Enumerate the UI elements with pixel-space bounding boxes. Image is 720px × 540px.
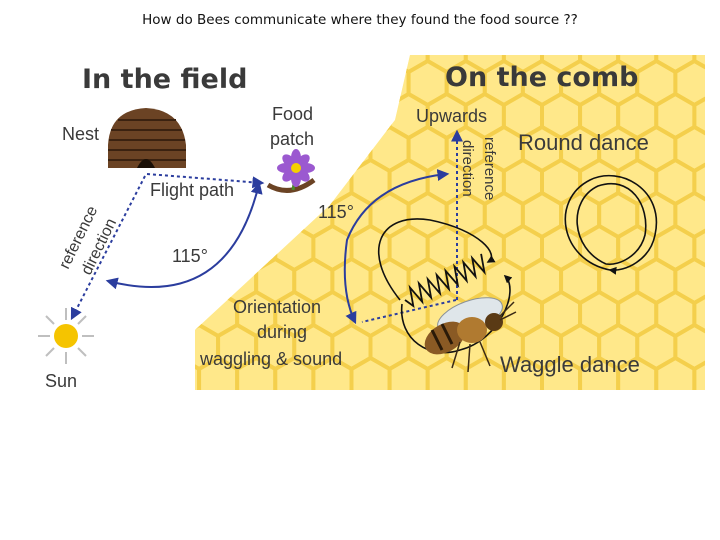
honeycomb-cell (654, 355, 697, 390)
honeycomb-cell (197, 91, 240, 141)
honeycomb-cell (387, 355, 430, 390)
honeycomb-cell (692, 355, 705, 390)
comb-ref-label-1: reference (481, 137, 498, 200)
slide-title: How do Bees communicate where they found… (142, 12, 578, 28)
honeycomb-cell (254, 190, 297, 240)
comb-angle-label: 115° (318, 202, 354, 222)
honeycomb-cell (311, 91, 354, 141)
honeycomb-cell (463, 355, 506, 390)
honeycomb-cell (311, 355, 354, 390)
orientation-label-2: during (257, 322, 307, 342)
honeycomb-cell (273, 55, 316, 75)
honeycomb-cell (330, 58, 373, 108)
nest-label: Nest (62, 124, 99, 144)
round-dance-path (564, 174, 658, 275)
flight-path-label: Flight path (150, 180, 234, 200)
flower-icon (266, 149, 316, 193)
food-patch-label-1: Food (272, 104, 313, 124)
honeycomb-cell (349, 91, 392, 141)
flight-path-line (146, 173, 265, 189)
upwards-label: Upwards (416, 106, 487, 126)
honeycomb-cell (349, 355, 392, 390)
comb-heading: On the comb (445, 62, 638, 93)
bee-icon (424, 297, 517, 373)
honeycomb-cell (216, 124, 259, 174)
food-patch-label-2: patch (270, 129, 314, 149)
waggle-zigzag (404, 253, 486, 309)
honeycomb-cell (578, 355, 621, 390)
hive-icon (108, 108, 186, 168)
honeycomb-cell (311, 55, 354, 75)
field-heading: In the field (82, 64, 247, 95)
honeycomb-cell (292, 58, 335, 108)
orientation-label-3: waggling & sound (199, 349, 342, 369)
field-angle-arc (105, 181, 263, 290)
waggle-dance-path (377, 218, 513, 354)
round-dance-label: Round dance (518, 130, 649, 155)
honeycomb-cell (540, 355, 583, 390)
comb-ref-label-2: direction (459, 140, 476, 197)
honeycomb-cell (195, 355, 202, 390)
orientation-line (361, 299, 457, 323)
honeycomb-cell (195, 289, 202, 339)
honeycomb-cell (273, 355, 316, 390)
honeycomb-cell (616, 355, 659, 390)
waggle-dance-label: Waggle dance (500, 352, 640, 377)
sun-label: Sun (45, 371, 77, 391)
sun-icon (38, 308, 94, 364)
orientation-label-1: Orientation (233, 297, 321, 317)
honeycomb-cell (254, 58, 297, 108)
honeycomb-cell (349, 55, 392, 75)
honeycomb-cell (425, 355, 468, 390)
comb-angle-arc (343, 169, 450, 325)
honeycomb-cell (197, 355, 240, 390)
honeycomb-cell (235, 355, 278, 390)
field-angle-label: 115° (172, 246, 208, 266)
honeycomb-cell (501, 355, 544, 390)
